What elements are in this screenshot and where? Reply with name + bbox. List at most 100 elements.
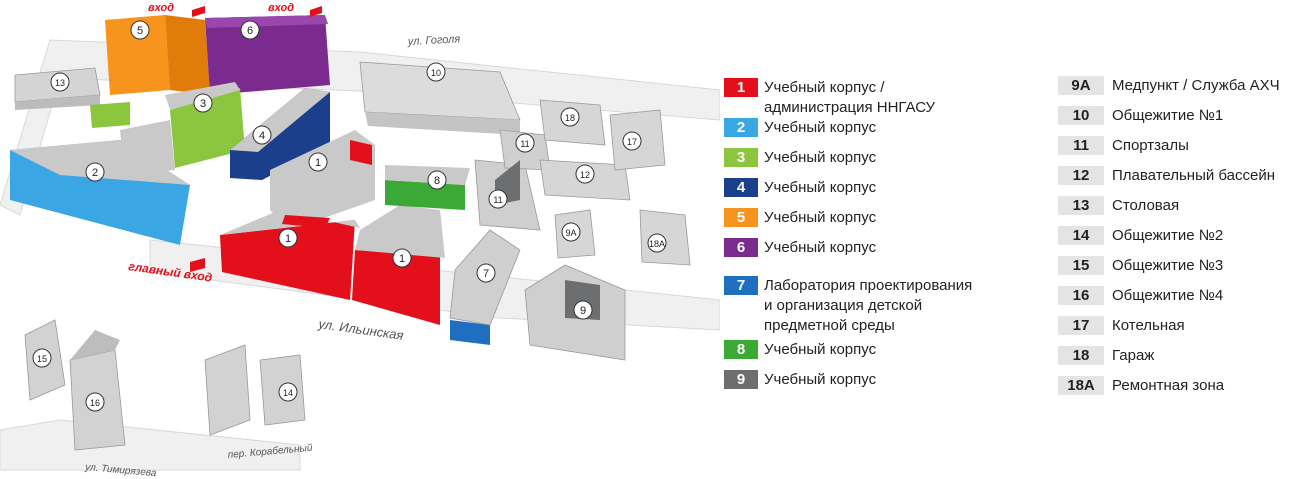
legend-plain-label: Медпункт / Служба АХЧ [1112, 77, 1280, 94]
entrance-label-top-right: вход [268, 2, 294, 14]
building-8[interactable] [385, 165, 470, 210]
building-number-b6-0: 6 [247, 25, 253, 37]
building-number-b12-0: 12 [580, 170, 590, 180]
legend-label: Учебный корпус [764, 149, 877, 166]
entrance-label-top-left: вход [148, 2, 174, 14]
legend-plain-number: 9А [1058, 76, 1104, 95]
building-circle-b11-0 [515, 133, 535, 153]
legend-plain-number: 18А [1058, 376, 1104, 395]
legend-badge: 7 [724, 276, 758, 295]
legend-label: Учебный корпус [764, 371, 877, 388]
building-circle-b12-0 [575, 164, 595, 184]
building-circle-b9-0 [573, 300, 593, 320]
building-6[interactable] [205, 15, 330, 95]
building-number-b14-0: 14 [283, 388, 293, 398]
building-number-b4-0: 4 [259, 130, 265, 142]
building-circle-b1-2 [392, 248, 412, 268]
building-number-b1-0: 1 [315, 157, 321, 169]
building-circle-b5-0 [130, 20, 150, 40]
building-number-b11-0: 11 [520, 139, 529, 149]
legend-badge: 1 [724, 78, 758, 97]
building-11[interactable] [474, 129, 551, 231]
legend-plain-label: Гараж [1112, 347, 1155, 364]
building-circle-b9a-0 [561, 222, 581, 242]
legend-badge: 3 [724, 148, 758, 167]
building-circle-b7-0 [476, 263, 496, 283]
legend-plain-number: 18 [1058, 346, 1104, 365]
legend-item-2: 2 Учебный корпус [724, 118, 876, 138]
entrance-marker-top-left [192, 6, 205, 17]
legend-label: Учебный корпус [764, 179, 877, 196]
legend-plain-label: Котельная [1112, 317, 1185, 334]
legend-plain-item-0: 9А Медпункт / Служба АХЧ [1058, 76, 1280, 96]
legend-plain-label: Плавательный бассейн [1112, 167, 1276, 184]
legend-plain-number: 15 [1058, 256, 1104, 275]
legend-item-3: 3 Учебный корпус [724, 148, 876, 168]
building-18a[interactable] [639, 209, 691, 266]
legend-label: Лаборатория проектирования и организация… [764, 277, 973, 334]
legend-plain-item-4: 13 Столовая [1058, 196, 1179, 216]
building-number-b7-0: 7 [483, 268, 489, 280]
building-number-b3-0: 3 [200, 98, 206, 110]
building-number-b13-0: 13 [55, 78, 65, 88]
building-circle-b6-0 [240, 20, 260, 40]
building-14[interactable] [204, 344, 306, 436]
building-circle-b11-1 [488, 189, 508, 209]
legend-badge: 4 [724, 178, 758, 197]
building-circle-b13-0 [50, 72, 70, 92]
building-number-b11-1: 11 [493, 195, 502, 205]
building-number-b8-0: 8 [434, 175, 440, 187]
legend-plain-item-5: 14 Общежитие №2 [1058, 226, 1223, 246]
legend-badge: 5 [724, 208, 758, 227]
building-number-b15-0: 15 [37, 354, 47, 364]
building-number-b2-0: 2 [92, 167, 98, 179]
building-3[interactable] [90, 82, 245, 168]
building-16[interactable] [69, 330, 126, 451]
building-circle-b3-0 [193, 93, 213, 113]
legend-plain-number: 16 [1058, 286, 1104, 305]
building-1[interactable] [220, 130, 445, 325]
legend-plain-label: Общежитие №1 [1112, 107, 1224, 124]
legend-plain-number: 12 [1058, 166, 1104, 185]
street-label-ilinskaya: ул. Ильинская [317, 316, 405, 343]
building-number-b5-0: 5 [137, 25, 143, 37]
legend-badge: 2 [724, 118, 758, 137]
legend-label: Учебный корпус [764, 119, 877, 136]
legend-label: Учебный корпус [764, 341, 877, 358]
legend-plain-label: Ремонтная зона [1112, 377, 1225, 394]
legend-plain-number: 11 [1058, 136, 1104, 155]
building-circle-b15-0 [32, 348, 52, 368]
legend-plain-number: 17 [1058, 316, 1104, 335]
legend-plain-item-3: 12 Плавательный бассейн [1058, 166, 1275, 186]
building-2[interactable] [10, 120, 190, 245]
legend-plain-item-7: 16 Общежитие №4 [1058, 286, 1223, 306]
legend-badge: 6 [724, 238, 758, 257]
entrance-marker-main [190, 258, 205, 272]
legend-plain-label: Общежитие №4 [1112, 287, 1224, 304]
building-circle-b10-0 [426, 62, 446, 82]
street-label-gogolya: ул. Гоголя [407, 33, 461, 48]
building-circle-b1-0 [308, 152, 328, 172]
building-number-b18a-0: 18А [649, 239, 665, 249]
building-circle-b14-0 [278, 382, 298, 402]
building-circle-b8-0 [427, 170, 447, 190]
building-circle-b1-1 [278, 228, 298, 248]
legend-plain-number: 13 [1058, 196, 1104, 215]
building-circle-b4-0 [252, 125, 272, 145]
building-5[interactable] [105, 15, 210, 95]
legend-plain-number: 14 [1058, 226, 1104, 245]
building-circle-b17-0 [622, 131, 642, 151]
legend-plain-label: Столовая [1112, 197, 1180, 214]
legend-plain-label: Общежитие №2 [1112, 227, 1224, 244]
building-number-b9-0: 9 [580, 305, 586, 317]
road-timiryazeva [0, 419, 301, 471]
building-10[interactable] [359, 61, 521, 135]
